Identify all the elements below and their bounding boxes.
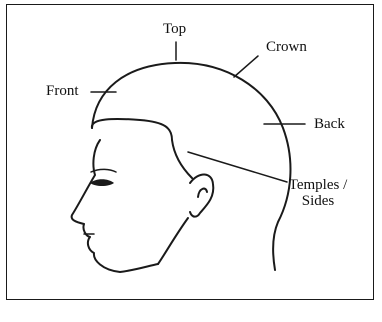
label-back: Back [314, 117, 345, 132]
leader-temples [188, 152, 287, 182]
label-temples-line2: Sides [283, 194, 353, 210]
neck-line [158, 218, 188, 264]
label-top: Top [163, 22, 186, 37]
label-front: Front [46, 84, 79, 99]
leader-crown [234, 56, 258, 77]
head-outline [92, 63, 290, 270]
ear [190, 174, 213, 216]
label-temples-line1: Temples / [283, 178, 353, 194]
label-temples-sides: Temples / Sides [283, 178, 353, 210]
label-crown: Crown [266, 40, 307, 55]
face-profile [72, 140, 158, 272]
ear-inner [198, 189, 207, 197]
eye [90, 179, 114, 186]
